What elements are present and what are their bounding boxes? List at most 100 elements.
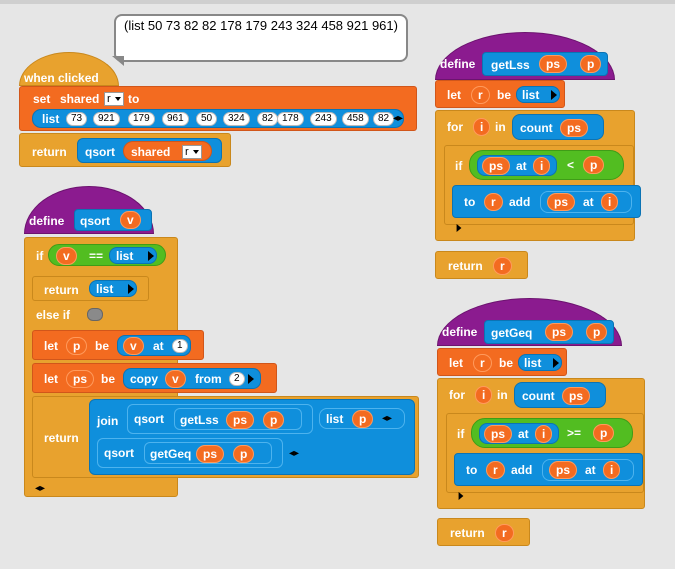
index-number[interactable]: 1 (172, 339, 188, 353)
equals-op[interactable]: v == list (48, 244, 166, 266)
count-reporter[interactable]: count ps (514, 382, 606, 408)
list-p-reporter[interactable]: list p ◂▸ (319, 408, 405, 429)
qsort-getLss-call[interactable]: qsort getLss ps p (127, 404, 313, 434)
ps-var[interactable]: ps (562, 387, 591, 405)
list-block[interactable]: list 73 921 179 961 50 324 82 178 243 45… (32, 109, 404, 128)
set-block[interactable]: set shared r to list 73 921 179 961 50 3… (19, 86, 417, 131)
join-reporter[interactable]: join qsort getLss ps p list p ◂▸ qsort g… (89, 399, 415, 475)
list-item[interactable]: 961 (162, 112, 189, 126)
toggle-icon[interactable] (87, 308, 103, 321)
v-var[interactable]: v (123, 337, 144, 355)
list-item[interactable]: 82 (373, 112, 395, 126)
getLss-for-block[interactable]: for i in count ps if ps at i < p to r ad… (435, 110, 641, 241)
ps-var[interactable]: ps (66, 370, 95, 388)
r-var[interactable]: r (484, 193, 503, 211)
i-var[interactable]: i (535, 425, 553, 443)
list-item[interactable]: 50 (196, 112, 218, 126)
getGeq-if-block[interactable]: if ps at i >= p to r add ps at i (446, 413, 644, 500)
ps-var[interactable]: ps (482, 157, 511, 175)
arrow-right-icon[interactable] (551, 90, 557, 100)
getLss-call[interactable]: getLss ps p (174, 408, 302, 430)
p-var[interactable]: p (593, 424, 615, 442)
getGeq-define-hat[interactable]: define getGeq ps p (437, 298, 622, 346)
getGeq-proto[interactable]: getGeq ps p (484, 320, 614, 344)
item-at-reporter[interactable]: ps at i (477, 155, 557, 176)
getLss-define-hat[interactable]: define getLss ps p (435, 32, 615, 80)
add-block[interactable]: to r add ps at i (452, 185, 641, 218)
less-than-op[interactable]: ps at i < p (469, 150, 624, 180)
list-arrows-icon[interactable]: ◂▸ (382, 413, 393, 424)
arrow-right-icon[interactable] (248, 374, 254, 384)
getGeq-let-r-block[interactable]: let r be list (437, 348, 567, 376)
qsort-define-hat[interactable]: define qsort v (24, 186, 154, 234)
v-var[interactable]: v (165, 370, 186, 388)
ps-var[interactable]: ps (549, 461, 578, 479)
i-var[interactable]: i (475, 386, 493, 404)
i-var[interactable]: i (533, 157, 551, 175)
when-clicked-hat[interactable]: when clicked (19, 52, 119, 86)
item-at-reporter[interactable]: ps at i (540, 191, 632, 213)
r-var[interactable]: r (473, 354, 492, 372)
p-var[interactable]: p (233, 445, 255, 463)
else-arrows-icon[interactable]: ◂▸ (35, 483, 46, 494)
arrow-right-icon[interactable] (128, 284, 134, 294)
i-var[interactable]: i (601, 193, 619, 211)
arrow-right-icon[interactable] (553, 358, 559, 368)
param-p[interactable]: p (580, 55, 602, 73)
p-var[interactable]: p (352, 410, 374, 428)
shared-var-dropdown[interactable]: r (182, 145, 202, 159)
list-item[interactable]: 243 (310, 112, 337, 126)
shared-var-reporter[interactable]: shared r (123, 141, 212, 161)
param-p[interactable]: p (586, 323, 608, 341)
join-arrows-icon[interactable]: ◂▸ (289, 448, 300, 459)
getLss-if-block[interactable]: if ps at i < p to r add ps at i (444, 145, 641, 232)
list-item[interactable]: 73 (66, 112, 88, 126)
list-item[interactable]: 178 (277, 112, 304, 126)
list-arrows-icon[interactable]: ◂▸ (393, 113, 404, 124)
r-var[interactable]: r (495, 524, 514, 542)
empty-list-reporter[interactable]: list (516, 86, 560, 103)
let-p-block[interactable]: let p be v at 1 (32, 330, 204, 360)
param-ps[interactable]: ps (539, 55, 568, 73)
param-ps[interactable]: ps (545, 323, 574, 341)
p-var[interactable]: p (66, 337, 88, 355)
let-ps-block[interactable]: let ps be copy v from 2 (32, 363, 277, 393)
arrow-right-icon[interactable] (148, 251, 154, 261)
return-list-block[interactable]: return list (32, 276, 149, 301)
getGeq-call[interactable]: getGeq ps p (144, 442, 272, 464)
return-join-block[interactable]: return join qsort getLss ps p list p ◂▸ … (32, 396, 419, 478)
p-var[interactable]: p (583, 156, 605, 174)
list-item[interactable]: 324 (223, 112, 250, 126)
r-var[interactable]: r (471, 86, 490, 104)
qsort-proto[interactable]: qsort v (74, 209, 152, 231)
return-list-reporter[interactable]: list (89, 280, 137, 297)
ps-var[interactable]: ps (226, 411, 255, 429)
i-var[interactable]: i (603, 461, 621, 479)
list-item[interactable]: 179 (128, 112, 155, 126)
r-var[interactable]: r (493, 257, 512, 275)
count-reporter[interactable]: count ps (512, 114, 604, 140)
list-item[interactable]: 921 (93, 112, 120, 126)
list-item[interactable]: 82 (257, 112, 279, 126)
i-var[interactable]: i (473, 118, 491, 136)
item-at-reporter[interactable]: v at 1 (117, 335, 191, 356)
ps-var[interactable]: ps (196, 445, 225, 463)
qsort-getGeq-call[interactable]: qsort getGeq ps p (97, 438, 283, 468)
index-number[interactable]: 2 (229, 372, 245, 386)
item-at-reporter[interactable]: ps at i (479, 423, 559, 444)
getLss-let-r-block[interactable]: let r be list (435, 80, 565, 108)
getGeq-for-block[interactable]: for i in count ps if ps at i >= p to r a… (437, 378, 645, 509)
getGeq-return-block[interactable]: return r (437, 518, 530, 546)
copy-reporter[interactable]: copy v from 2 (123, 368, 261, 389)
getLss-proto[interactable]: getLss ps p (482, 52, 608, 76)
empty-list-reporter[interactable]: list (109, 247, 157, 264)
arrow-right-icon[interactable] (458, 492, 464, 500)
set-var-dropdown[interactable]: r (104, 92, 124, 106)
list-item[interactable]: 458 (342, 112, 369, 126)
getLss-return-block[interactable]: return r (435, 251, 528, 279)
qsort-if-else-block[interactable]: if v == list return list else if let p b… (24, 237, 419, 497)
r-var[interactable]: r (486, 461, 505, 479)
arrow-right-icon[interactable] (456, 224, 462, 232)
item-at-reporter[interactable]: ps at i (542, 459, 634, 481)
empty-list-reporter[interactable]: list (518, 354, 562, 371)
